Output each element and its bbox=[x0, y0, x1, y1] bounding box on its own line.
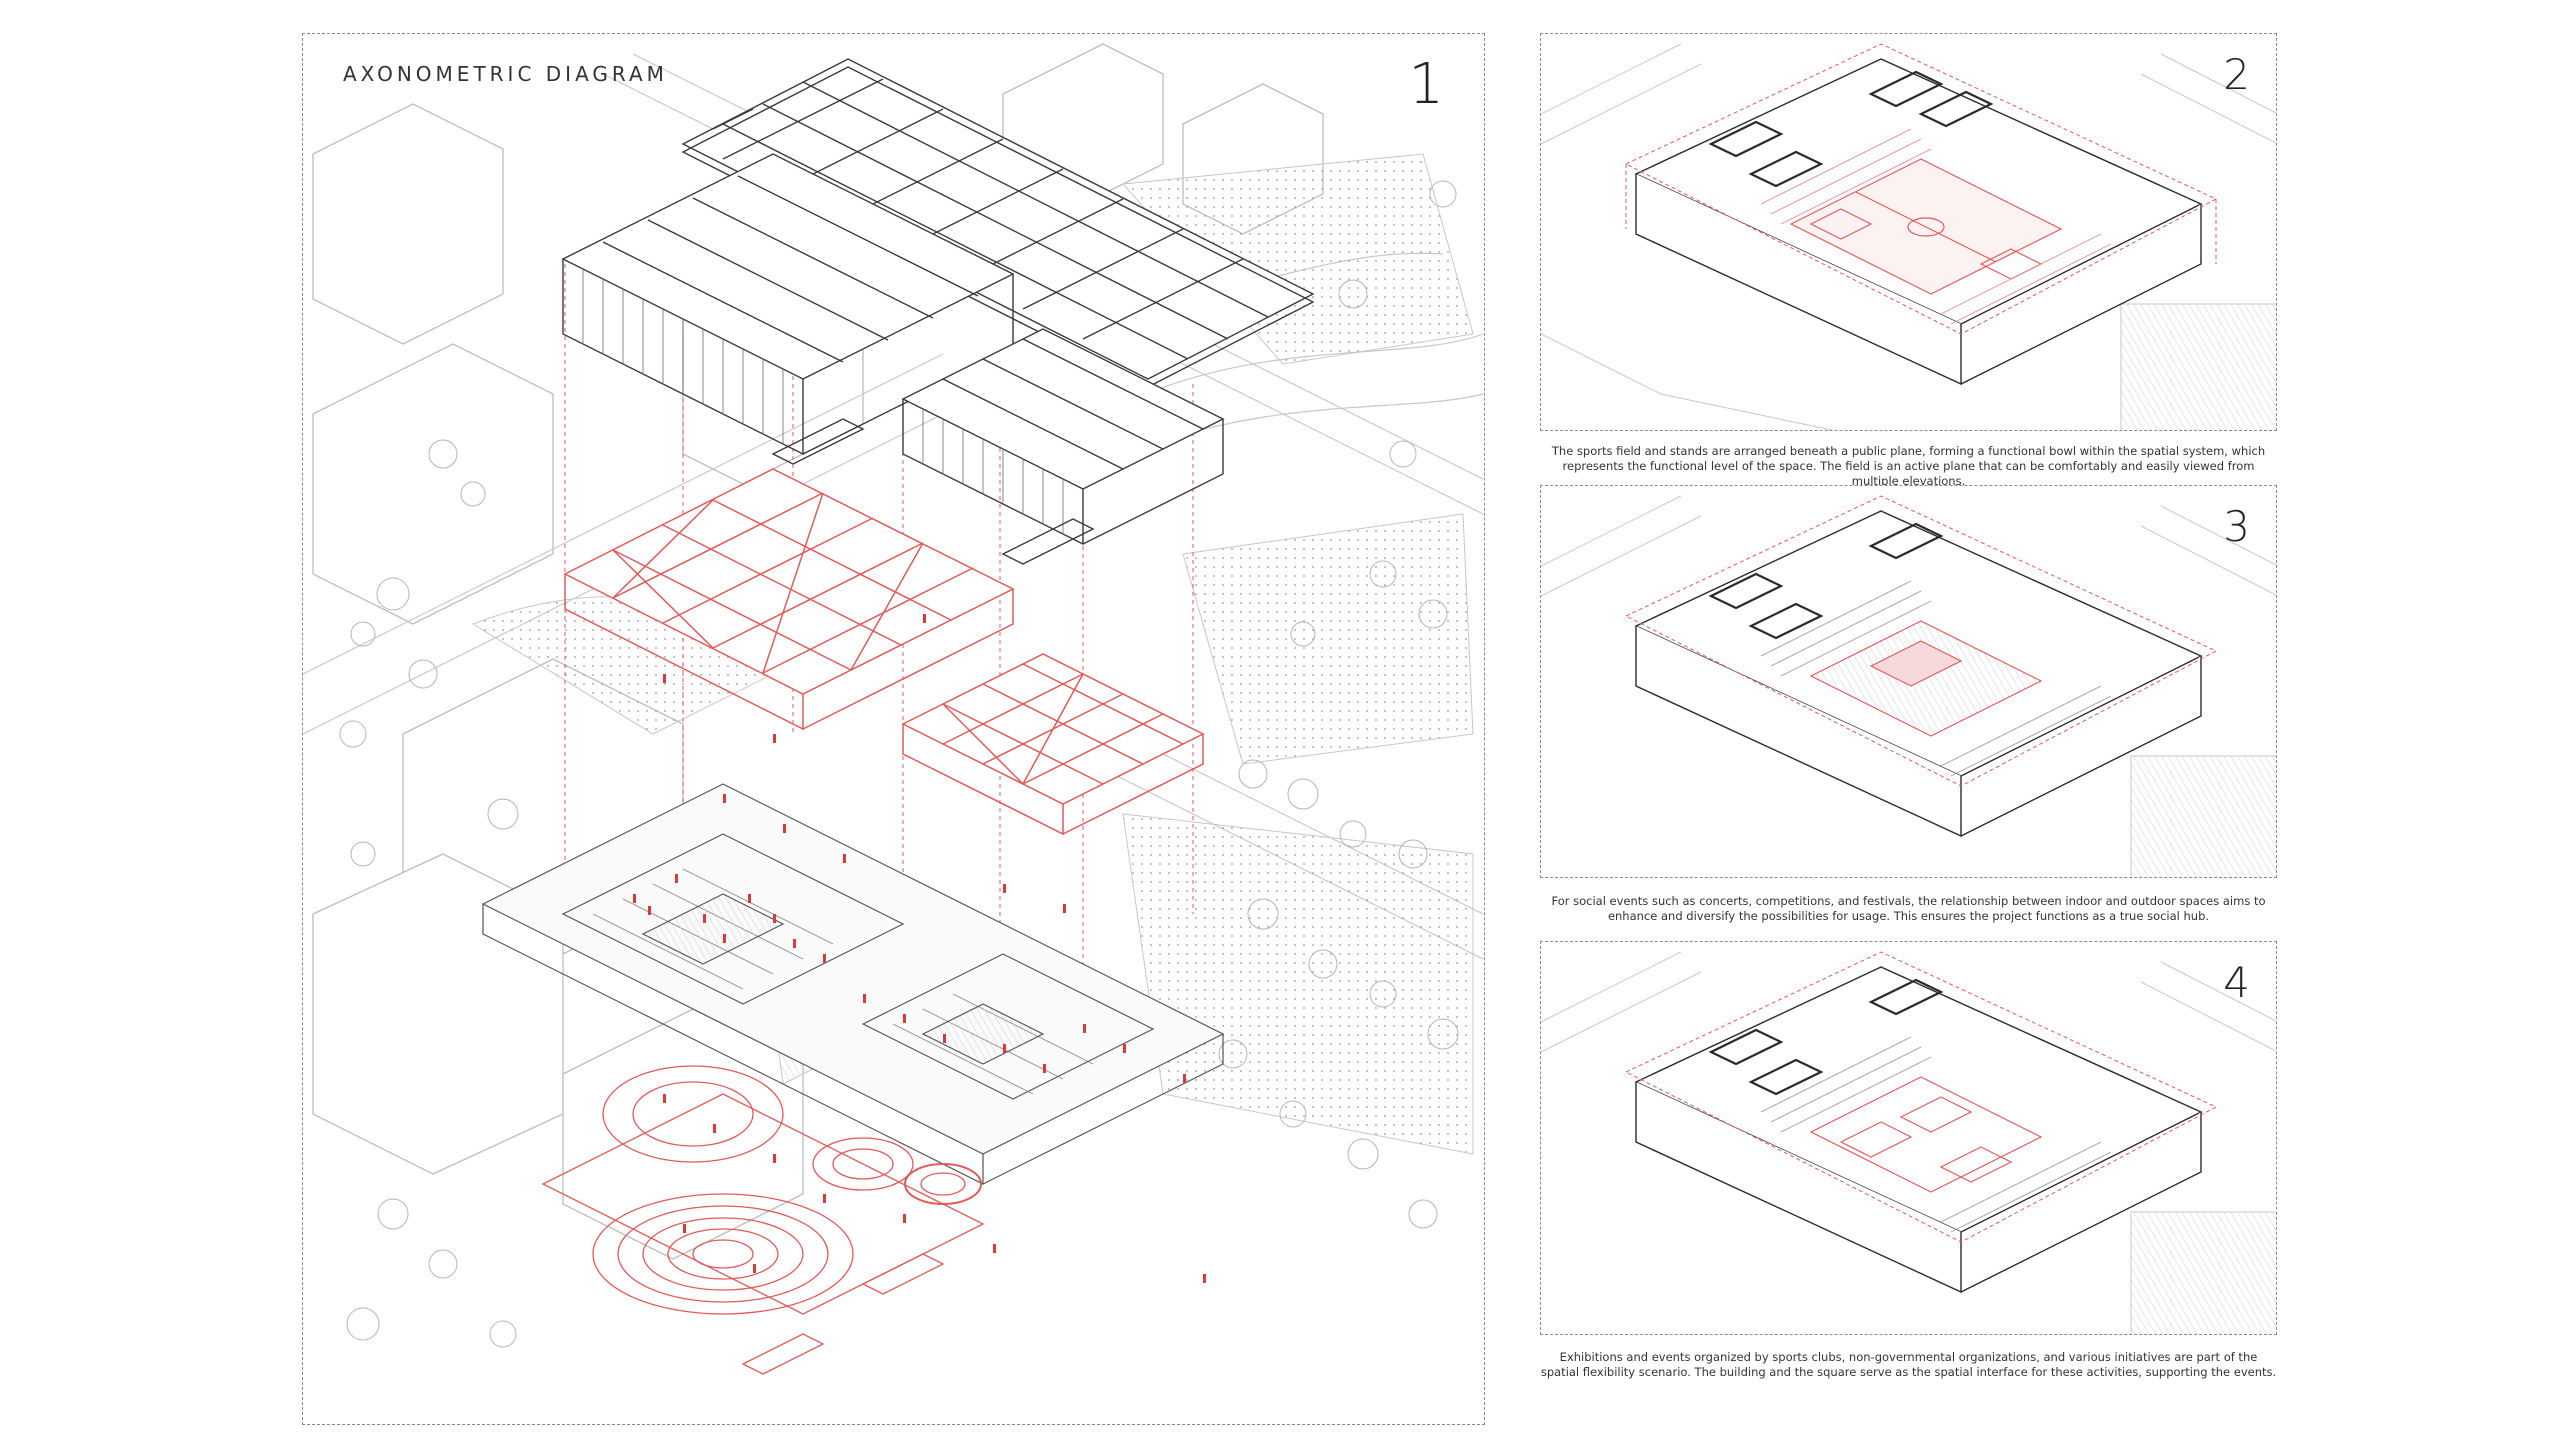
scenario-3-drawing bbox=[1541, 495, 2276, 877]
diagram-title: AXONOMETRIC DIAGRAM bbox=[343, 62, 668, 86]
red-plaza bbox=[541, 1065, 985, 1375]
scenario-2-caption: The sports field and stands are arranged… bbox=[1551, 444, 2266, 488]
panel-number: 4 bbox=[2223, 958, 2250, 1007]
ground-level-plan bbox=[481, 783, 1225, 1185]
scenario-panel-4: 4 bbox=[1540, 941, 2277, 1335]
scenario-4-caption: Exhibitions and events organized by spor… bbox=[1540, 1350, 2277, 1379]
panel-number: 3 bbox=[2223, 502, 2250, 551]
scenario-4-drawing bbox=[1541, 951, 2276, 1334]
axonometric-panel: AXONOMETRIC DIAGRAM 1 bbox=[302, 33, 1485, 1425]
axonometric-drawing bbox=[303, 43, 1484, 1375]
panel-number: 2 bbox=[2223, 50, 2250, 99]
roof-structure bbox=[561, 58, 1315, 565]
panel-number: 1 bbox=[1408, 52, 1444, 117]
scenario-2-drawing bbox=[1541, 43, 2276, 430]
scenario-panel-3: 3 bbox=[1540, 485, 2277, 878]
people-markers bbox=[633, 614, 1206, 1283]
scenario-3-caption: For social events such as concerts, comp… bbox=[1551, 894, 2266, 923]
scenario-panel-2: 2 bbox=[1540, 33, 2277, 431]
red-structural-frames bbox=[563, 468, 1205, 836]
